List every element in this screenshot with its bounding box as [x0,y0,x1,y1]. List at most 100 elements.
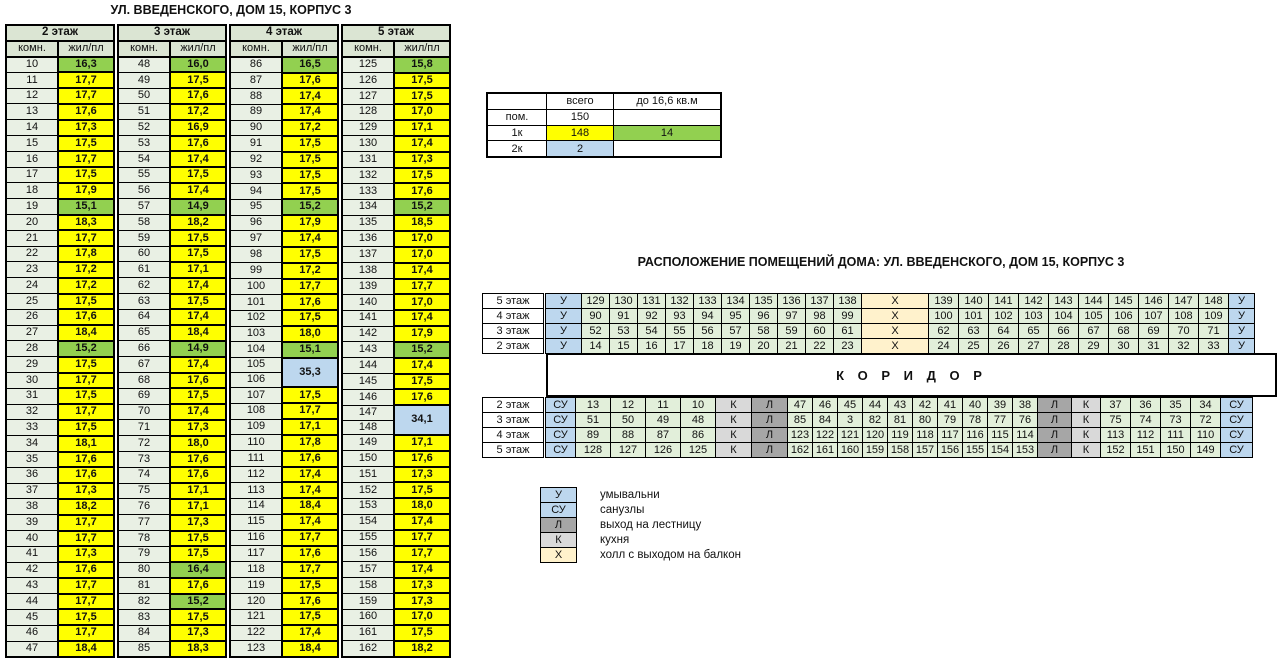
room-number-cell: 135 [341,214,395,232]
layout-cell: 58 [749,323,778,339]
room-number-cell: 103 [229,325,283,343]
room-number-cell: 51 [117,103,171,121]
room-number-cell: 104 [229,341,283,359]
area-cell: 17,5 [393,481,451,500]
floor-header: 4 этаж [229,24,339,42]
layout-cell: 100 [928,308,959,324]
area-cell: 17,7 [281,529,339,547]
area-cell: 14,9 [169,197,227,216]
area-cell: 17,3 [57,118,115,137]
layout-cell: К [1071,397,1101,413]
layout-cell: 160 [837,442,863,458]
room-number-cell: 93 [229,167,283,184]
room-number-cell: 146 [341,388,395,406]
room-number-cell: 73 [117,451,171,468]
room-number-cell: 62 [117,277,171,295]
room-number-cell: 96 [229,214,283,232]
layout-cell: 106 [1108,308,1139,324]
layout-section: РАСПОЛОЖЕНИЕ ПОМЕЩЕНИЙ ДОМА: УЛ. ВВЕДЕНС… [482,255,1280,458]
floor-label: 3 этаж [482,412,544,428]
room-number-cell: 147 [341,404,395,421]
summary-cell [613,140,722,158]
room-number-cell: 88 [229,87,283,105]
layout-cell: 149 [1190,442,1221,458]
area-cell: 17,1 [281,418,339,436]
room-number-cell: 37 [5,482,59,500]
room-number-cell: 149 [341,434,395,452]
room-number-cell: 31 [5,387,59,405]
area-cell: 17,5 [281,386,339,405]
layout-cell: 15 [609,338,638,354]
room-number-cell: 47 [5,640,59,658]
layout-cell: К [1071,412,1101,428]
room-number-cell: 162 [341,640,395,658]
room-number-cell: 21 [5,229,59,247]
area-cell: 17,4 [393,134,451,153]
legend-swatch: Л [540,517,577,533]
room-number-cell: 27 [5,324,59,342]
room-number-cell: 29 [5,356,59,374]
layout-cell: 71 [1198,323,1229,339]
layout-cell: 75 [1100,412,1131,428]
room-number-cell: 14 [5,119,59,137]
area-cell: 18,2 [393,639,451,658]
room-number-cell: 25 [5,293,59,310]
area-cell: 17,5 [169,529,227,548]
room-number-cell: 49 [117,71,171,89]
layout-cell: 41 [937,397,963,413]
floor-label: 4 этаж [482,427,544,443]
room-number-cell: 67 [117,356,171,374]
layout-cell: 155 [962,442,988,458]
room-number-cell: 86 [229,56,283,74]
room-number-cell: 157 [341,561,395,579]
room-number-cell: 16 [5,150,59,168]
layout-title: РАСПОЛОЖЕНИЕ ПОМЕЩЕНИЙ ДОМА: УЛ. ВВЕДЕНС… [637,255,1125,269]
room-number-cell: 112 [229,466,283,483]
layout-cell: 11 [645,397,681,413]
area-cell: 17,7 [57,403,115,421]
layout-cell: 39 [987,397,1013,413]
area-cell: 17,5 [281,245,339,264]
column-header: жил/пл [169,39,227,58]
area-cell: 17,9 [393,325,451,343]
area-cell: 17,5 [57,387,115,406]
layout-cell: 32 [1168,338,1199,354]
area-cell: 17,5 [169,166,227,184]
room-number-cell: 151 [341,466,395,483]
layout-cell: К [1071,427,1101,443]
layout-cell: У [545,338,582,354]
room-number-cell: 40 [5,530,59,547]
layout-cell: 134 [721,293,750,309]
room-number-cell: 122 [229,624,283,642]
layout-cell: 116 [962,427,988,443]
layout-cell: 119 [887,427,913,443]
room-number-cell: 117 [229,545,283,563]
room-number-cell: 11 [5,71,59,89]
layout-cell: К [715,412,752,428]
room-number-cell: 94 [229,182,283,200]
layout-cell: 42 [912,397,938,413]
layout-cell: Л [751,397,788,413]
area-cell: 17,2 [281,261,339,280]
